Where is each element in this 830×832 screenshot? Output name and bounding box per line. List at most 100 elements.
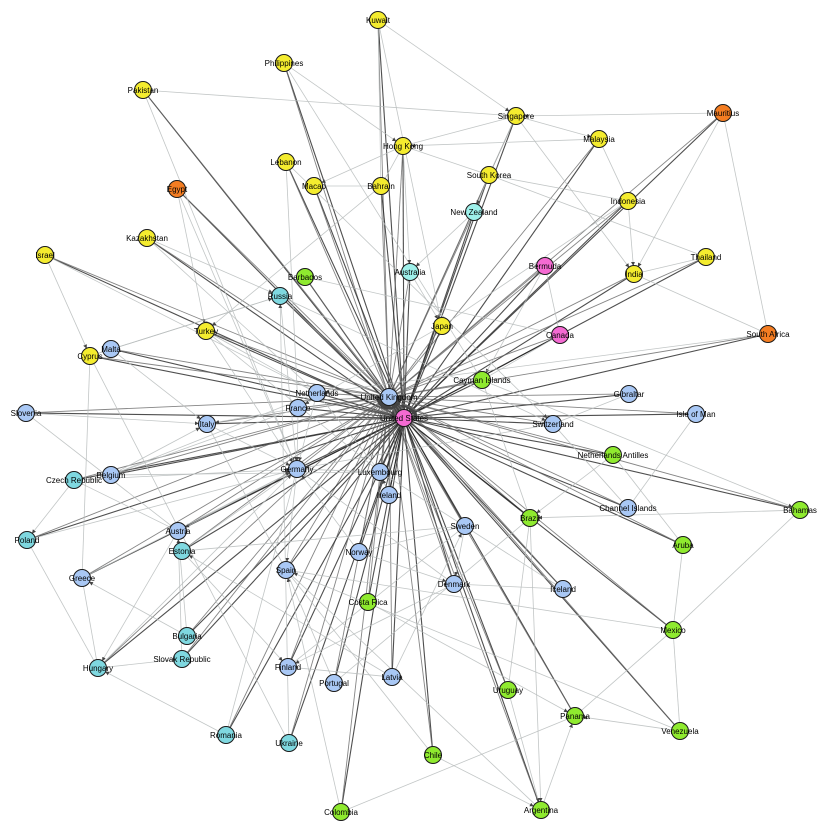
node-circle-japan[interactable] — [433, 317, 451, 335]
node-circle-germany[interactable] — [288, 460, 306, 478]
node-circle-aruba[interactable] — [674, 536, 692, 554]
node-circle-norway[interactable] — [350, 543, 368, 561]
node-bulgaria[interactable]: Bulgaria — [172, 627, 202, 645]
node-circle-portugal[interactable] — [325, 674, 343, 692]
node-czechrepublic[interactable]: Czech Republic — [46, 471, 102, 489]
node-circle-pakistan[interactable] — [134, 81, 152, 99]
node-circle-kazakhstan[interactable] — [138, 229, 156, 247]
node-australia[interactable]: Australia — [394, 263, 426, 281]
node-circle-france[interactable] — [289, 399, 307, 417]
node-ukraine[interactable]: Ukraine — [275, 734, 303, 752]
node-france[interactable]: France — [286, 399, 311, 417]
node-unitedkingdom[interactable]: United Kingdom — [361, 388, 418, 406]
node-circle-bermuda[interactable] — [536, 257, 554, 275]
node-romania[interactable]: Romania — [210, 726, 243, 744]
node-circle-slovenia[interactable] — [17, 404, 35, 422]
node-greece[interactable]: Greece — [69, 569, 96, 587]
node-circle-malta[interactable] — [102, 340, 120, 358]
node-circle-unitedstates[interactable] — [395, 409, 413, 427]
node-india[interactable]: India — [625, 265, 643, 283]
node-philippines[interactable]: Philippines — [265, 54, 304, 72]
node-caymanislands[interactable]: Cayman Islands — [453, 371, 511, 389]
node-estonia[interactable]: Estonia — [169, 542, 196, 560]
node-circle-panama[interactable] — [566, 707, 584, 725]
node-circle-estonia[interactable] — [173, 542, 191, 560]
node-isleofman[interactable]: Isle of Man — [676, 405, 716, 423]
node-spain[interactable]: Spain — [276, 561, 296, 579]
node-kazakhstan[interactable]: Kazakhstan — [126, 229, 168, 247]
node-channelislands[interactable]: Channel Islands — [599, 499, 657, 517]
node-switzerland[interactable]: Switzerland — [532, 415, 574, 433]
node-sweden[interactable]: Sweden — [451, 517, 480, 535]
node-israel[interactable]: Israel — [35, 246, 55, 264]
node-venezuela[interactable]: Venezuela — [661, 722, 699, 740]
node-italy[interactable]: Italy — [198, 415, 216, 433]
node-circle-argentina[interactable] — [532, 801, 550, 819]
node-circle-newzealand[interactable] — [465, 203, 483, 221]
node-brazil[interactable]: Brazil — [520, 509, 540, 527]
node-argentina[interactable]: Argentina — [524, 801, 559, 819]
node-circle-philippines[interactable] — [275, 54, 293, 72]
node-circle-southkorea[interactable] — [480, 166, 498, 184]
node-circle-macao[interactable] — [305, 177, 323, 195]
node-portugal[interactable]: Portugal — [319, 674, 349, 692]
node-panama[interactable]: Panama — [560, 707, 590, 725]
node-circle-gibraltar[interactable] — [620, 385, 638, 403]
node-circle-slovakrepublic[interactable] — [173, 650, 191, 668]
node-cyprus[interactable]: Cyprus — [77, 347, 103, 365]
node-malta[interactable]: Malta — [101, 340, 121, 358]
node-circle-singapore[interactable] — [507, 107, 525, 125]
node-circle-kuwait[interactable] — [369, 11, 387, 29]
node-circle-turkey[interactable] — [197, 322, 215, 340]
node-colombia[interactable]: Colombia — [324, 803, 358, 821]
node-circle-netherlandsantilles[interactable] — [604, 446, 622, 464]
node-circle-thailand[interactable] — [697, 248, 715, 266]
node-russia[interactable]: Russia — [268, 287, 293, 305]
node-circle-denmark[interactable] — [445, 575, 463, 593]
node-netherlandsantilles[interactable]: Netherlands Antilles — [578, 446, 649, 464]
node-southafrica[interactable]: South Africa — [746, 325, 790, 343]
node-finland[interactable]: Finland — [275, 658, 301, 676]
node-circle-costarica[interactable] — [359, 593, 377, 611]
node-circle-hungary[interactable] — [89, 659, 107, 677]
node-bahamas[interactable]: Bahamas — [783, 501, 817, 519]
node-unitedstates[interactable]: United States — [380, 409, 428, 427]
node-circle-bahamas[interactable] — [791, 501, 809, 519]
node-bermuda[interactable]: Bermuda — [529, 257, 562, 275]
node-circle-isleofman[interactable] — [687, 405, 705, 423]
node-circle-poland[interactable] — [18, 531, 36, 549]
node-circle-channelislands[interactable] — [619, 499, 637, 517]
node-circle-barbados[interactable] — [296, 268, 314, 286]
node-newzealand[interactable]: New Zealand — [450, 203, 498, 221]
node-circle-bahrain[interactable] — [372, 177, 390, 195]
node-canada[interactable]: Canada — [546, 326, 575, 344]
node-uruguay[interactable]: Uruguay — [493, 681, 523, 699]
node-circle-canada[interactable] — [551, 326, 569, 344]
node-gibraltar[interactable]: Gibraltar — [614, 385, 645, 403]
node-circle-venezuela[interactable] — [671, 722, 689, 740]
node-singapore[interactable]: Singapore — [498, 107, 535, 125]
node-aruba[interactable]: Aruba — [672, 536, 694, 554]
node-bahrain[interactable]: Bahrain — [367, 177, 395, 195]
node-hungary[interactable]: Hungary — [83, 659, 113, 677]
node-costarica[interactable]: Costa Rica — [348, 593, 388, 611]
node-circle-india[interactable] — [625, 265, 643, 283]
node-denmark[interactable]: Denmark — [438, 575, 471, 593]
node-circle-indonesia[interactable] — [619, 192, 637, 210]
node-japan[interactable]: Japan — [431, 317, 453, 335]
node-circle-luxembourg[interactable] — [371, 463, 389, 481]
node-circle-netherlands[interactable] — [308, 384, 326, 402]
node-circle-caymanislands[interactable] — [473, 371, 491, 389]
node-circle-latvia[interactable] — [383, 668, 401, 686]
node-lebanon[interactable]: Lebanon — [270, 153, 302, 171]
node-slovakrepublic[interactable]: Slovak Republic — [153, 650, 211, 668]
node-circle-egypt[interactable] — [168, 180, 186, 198]
node-circle-italy[interactable] — [198, 415, 216, 433]
node-austria[interactable]: Austria — [166, 522, 191, 540]
node-luxembourg[interactable]: Luxembourg — [358, 463, 402, 481]
node-barbados[interactable]: Barbados — [288, 268, 322, 286]
node-germany[interactable]: Germany — [281, 460, 314, 478]
node-circle-chile[interactable] — [424, 746, 442, 764]
node-indonesia[interactable]: Indonesia — [611, 192, 646, 210]
node-circle-austria[interactable] — [169, 522, 187, 540]
